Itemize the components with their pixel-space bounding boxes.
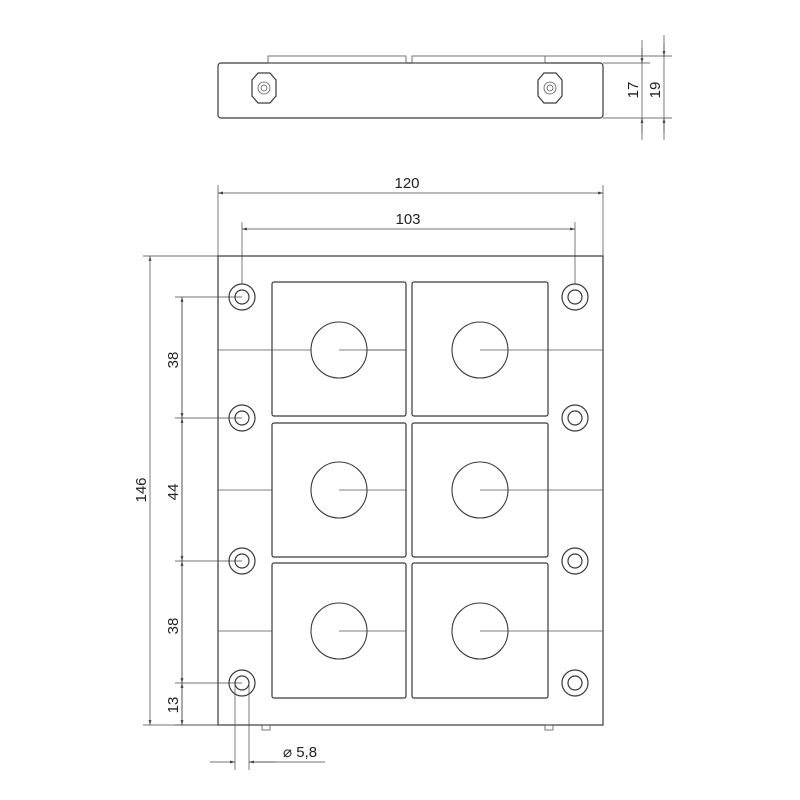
grommet-insert-2 <box>411 281 549 417</box>
dim-width-103: 103 <box>241 211 576 284</box>
dim-38-top-label: 38 <box>165 352 182 369</box>
side-view: 17 19 <box>217 35 672 140</box>
grommet-insert-6 <box>411 562 549 699</box>
side-view-body <box>217 62 604 119</box>
dim-13-label: 13 <box>165 697 182 714</box>
mounting-hole-right-4 <box>561 669 589 697</box>
dim-44-label: 44 <box>165 484 182 501</box>
front-view: 120 103 146 <box>133 175 604 770</box>
dim-width-120: 120 <box>217 175 604 256</box>
dim-5-8-label: ⌀ 5,8 <box>283 744 317 761</box>
dim-hole-diameter: ⌀ 5,8 <box>210 683 325 770</box>
dim-17-label: 17 <box>625 82 642 99</box>
mounting-hole-right-1 <box>561 283 589 311</box>
dim-height-146: 146 <box>133 255 218 726</box>
plate-outline <box>217 255 604 726</box>
dim-146-label: 146 <box>133 477 150 502</box>
mounting-hole-right-3 <box>561 547 589 575</box>
grommet-insert-5 <box>271 562 407 699</box>
dim-38-bottom-label: 38 <box>165 618 182 635</box>
dim-120-label: 120 <box>394 175 419 192</box>
side-view-nut-left <box>251 72 277 104</box>
side-view-insert-right <box>411 55 546 64</box>
dim-103-label: 103 <box>395 211 420 228</box>
grommet-insert-1 <box>271 281 407 417</box>
mounting-hole-right-2 <box>561 404 589 432</box>
grommet-insert-3 <box>271 422 407 558</box>
dim-pitch: 38 44 38 13 <box>165 296 242 726</box>
grommet-insert-4 <box>411 422 549 558</box>
side-view-insert-left <box>267 55 407 64</box>
side-view-nut-right <box>537 72 563 104</box>
dim-19-label: 19 <box>647 82 664 99</box>
